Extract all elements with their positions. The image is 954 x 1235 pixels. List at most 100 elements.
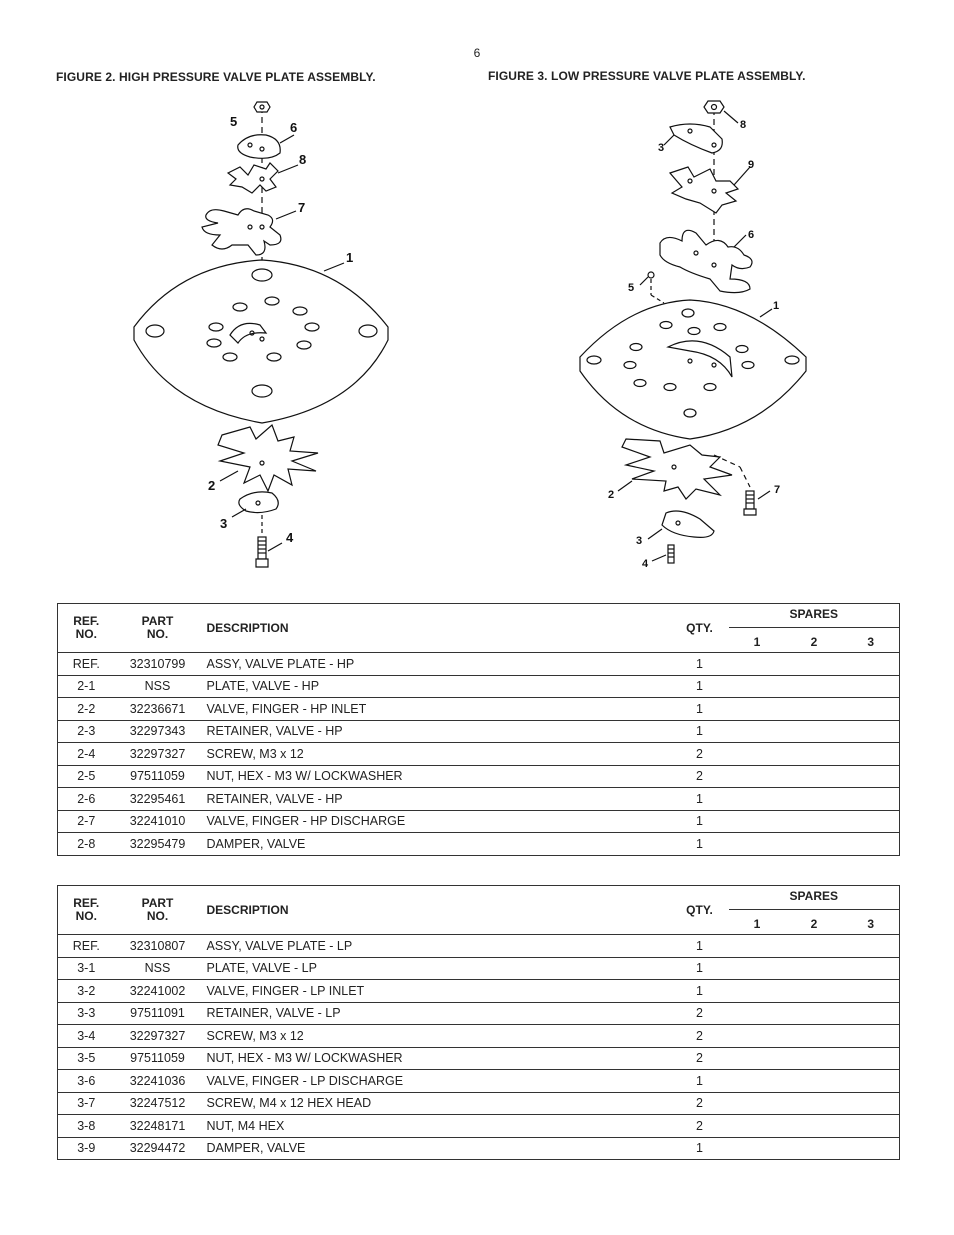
lp-part-number-cell: 32248171 [114,1114,201,1137]
hp-header-description: DESCRIPTION [206,621,289,635]
hp-header-spare-2: 2 [810,635,818,649]
fig2-callout-7: 7 [298,200,305,215]
lp-part-number-cell: 97511059 [114,1046,201,1070]
fig2-part-screw [255,515,269,568]
fig3-part-nut [703,100,725,114]
figure-2-drawing: 5 6 8 7 1 2 3 4 [133,101,389,568]
hp-header-ref-line1: REF. [73,614,100,628]
hp-part-number-cell: NSS [114,674,201,698]
lp-part-number-cell: 32310807 [114,934,201,957]
lp-header-qty: QTY. [686,903,713,917]
lp-qty-cell: 1 [670,934,729,957]
hp-spare-1-cell [728,674,786,698]
hp-header-qty: QTY. [686,621,713,635]
hp-header-spare-3: 3 [867,635,875,649]
lp-header-spare-2: 2 [810,917,818,931]
hp-part-number-cell: 32310799 [114,652,201,675]
hp-part-number-cell: 32297343 [114,719,201,743]
lp-header-part-line1: PART [141,896,174,910]
hp-spare-2-cell [785,674,843,698]
hp-spare-3-cell [842,674,900,698]
hp-description-cell: VALVE, FINGER - HP INLET [200,697,671,720]
hp-qty-cell: 1 [670,719,729,743]
lp-header-part-line2: NO. [146,909,169,923]
lp-spare-3-cell [842,934,900,957]
fig2-callout-4: 4 [286,530,294,545]
hp-ref-cell: 2-8 [57,832,115,855]
lp-ref-cell: 3-7 [57,1091,115,1115]
hp-description-cell: PLATE, VALVE - HP [200,674,671,698]
lp-part-number-cell: 32297327 [114,1024,201,1047]
lp-spare-3-cell [842,1114,900,1137]
fig2-part-nut [253,101,271,113]
hp-spare-2-cell [785,742,843,765]
fig3-part-retainer-top [669,123,723,154]
hp-description-cell: ASSY, VALVE PLATE - HP [200,652,671,675]
lp-spare-1-cell [728,1001,786,1025]
lp-spare-3-cell [842,1136,900,1160]
fig2-callout-1: 1 [346,250,353,265]
hp-spare-3-cell [842,809,900,833]
hp-description-cell: DAMPER, VALVE [200,832,671,855]
lp-description-cell: RETAINER, VALVE - LP [200,1001,671,1025]
lp-spare-2-cell [785,1069,843,1092]
fig3-part-screw [667,544,675,564]
lp-description-cell: NUT, HEX - M3 W/ LOCKWASHER [200,1046,671,1070]
fig3-part-valve-finger-inlet [621,438,733,500]
hp-part-number-cell: 32295479 [114,832,201,855]
lp-header-ref-line2: NO. [75,909,97,923]
lp-spare-2-cell [785,1024,843,1047]
fig3-callout-8: 8 [740,119,746,131]
figure-2-caption: FIGURE 2. HIGH PRESSURE VALVE PLATE ASSE… [56,70,376,84]
hp-spare-2-cell [785,787,843,810]
hp-description-cell: RETAINER, VALVE - HP [200,719,671,743]
lp-spare-3-cell [842,1091,900,1115]
fig3-callout-9: 9 [748,159,754,171]
lp-spare-3-cell [842,1069,900,1092]
fig3-part-nut-small [647,271,665,304]
hp-spare-3-cell [842,742,900,765]
lp-spare-2-cell [785,956,843,980]
lp-spare-2-cell [785,1136,843,1160]
fig2-part-retainer-bottom [238,491,279,514]
hp-spare-2-cell [785,697,843,720]
lp-spare-1-cell [728,956,786,980]
fig3-part-damper [668,166,740,214]
fig2-part-damper [226,162,279,194]
hp-spare-1-cell [728,787,786,810]
lp-qty-cell: 2 [670,1091,729,1115]
lp-description-cell: VALVE, FINGER - LP INLET [200,979,671,1002]
lp-spare-1-cell [728,1024,786,1047]
fig2-callout-3: 3 [220,516,227,531]
lp-header-ref: REF. NO. [58,886,115,935]
lp-part-number-cell: 32294472 [114,1136,201,1160]
lp-qty-cell: 2 [670,1024,729,1047]
lp-description-cell: ASSY, VALVE PLATE - LP [200,934,671,957]
page-number: 6 [473,46,481,60]
lp-ref-cell: 3-4 [57,1024,115,1047]
lp-header-spares: SPARES [728,885,900,910]
lp-description-cell: VALVE, FINGER - LP DISCHARGE [200,1069,671,1092]
lp-spare-2-cell [785,934,843,957]
lp-description-cell: DAMPER, VALVE [200,1136,671,1160]
hp-qty-cell: 2 [670,742,729,765]
lp-part-number-cell: 32241036 [114,1069,201,1092]
hp-header-part-line2: NO. [146,627,169,641]
lp-ref-cell: 3-1 [57,956,115,980]
hp-spare-3-cell [842,787,900,810]
lp-qty-cell: 2 [670,1114,729,1137]
lp-part-number-cell: 97511091 [114,1001,201,1025]
hp-ref-cell: REF. [57,652,115,675]
lp-qty-cell: 1 [670,979,729,1002]
hp-spare-2-cell [785,809,843,833]
figure-3-caption: FIGURE 3. LOW PRESSURE VALVE PLATE ASSEM… [488,69,806,83]
fig3-part-screw-hex [743,490,757,516]
lp-spare-2-cell [785,1046,843,1070]
fig3-callout-2: 2 [608,489,614,501]
